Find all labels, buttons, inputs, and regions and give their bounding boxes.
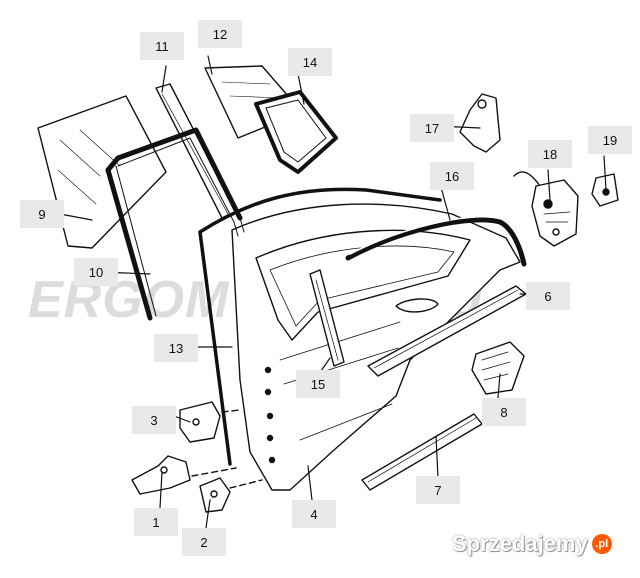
callout-17[interactable]: 17	[410, 114, 454, 142]
callout-15[interactable]: 15	[296, 370, 340, 398]
callout-19[interactable]: 19	[588, 126, 632, 154]
callout-9[interactable]: 9	[20, 200, 64, 228]
callout-6[interactable]: 6	[526, 282, 570, 310]
callout-14[interactable]: 14	[288, 48, 332, 76]
callout-18[interactable]: 18	[528, 140, 572, 168]
part-1-hinge-lower	[131, 455, 237, 495]
callout-1[interactable]: 1	[134, 508, 178, 536]
sprzedajemy-logo: Sprzedajemy .pl	[452, 528, 612, 560]
brand-badge: .pl	[591, 534, 612, 554]
callout-3[interactable]: 3	[132, 406, 176, 434]
part-3-hinge-upper	[179, 401, 241, 443]
part-14-triangle-seal	[254, 90, 338, 174]
part-18-door-lock	[513, 171, 579, 247]
part-15-regulator	[309, 269, 345, 367]
part-13-door-seal	[198, 187, 442, 466]
callout-8[interactable]: 8	[482, 398, 526, 426]
part-10-glass-run	[105, 127, 243, 321]
callout-4[interactable]: 4	[292, 500, 336, 528]
callout-2[interactable]: 2	[182, 528, 226, 556]
callout-7[interactable]: 7	[416, 476, 460, 504]
part-17-bracket	[459, 93, 501, 153]
callout-11[interactable]: 11	[140, 32, 184, 60]
callout-13[interactable]: 13	[154, 334, 198, 362]
brand-text: Sprzedajemy	[452, 531, 588, 556]
part-16-upper-trim	[345, 215, 527, 267]
part-19-striker	[591, 173, 619, 207]
callout-16[interactable]: 16	[430, 162, 474, 190]
part-2-check-strap	[199, 477, 263, 513]
callout-12[interactable]: 12	[198, 20, 242, 48]
callout-10[interactable]: 10	[74, 258, 118, 286]
part-8-outer-handle	[471, 341, 525, 395]
part-4-door-shell	[231, 203, 521, 491]
